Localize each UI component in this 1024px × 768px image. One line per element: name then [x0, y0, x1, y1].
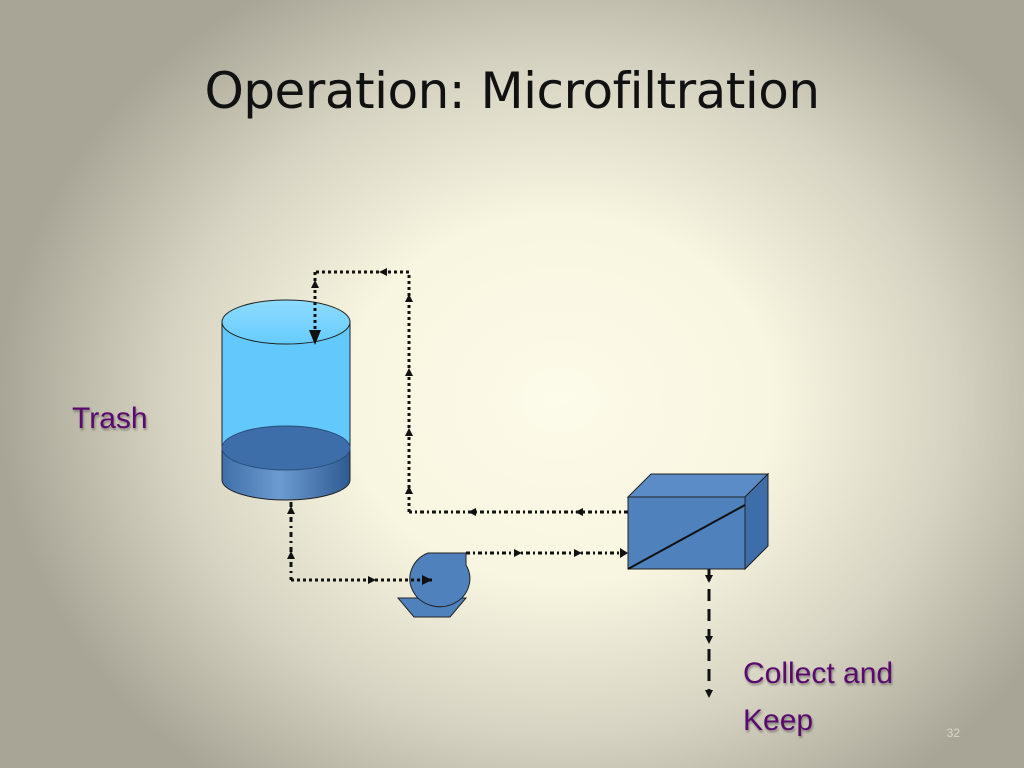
- slide-number: 32: [946, 726, 960, 740]
- pump-icon: [396, 552, 471, 618]
- slide-title: Operation: Microfiltration: [204, 62, 820, 120]
- return-line: [309, 268, 628, 516]
- filter-module-icon: [626, 472, 770, 571]
- feed-line: [287, 502, 432, 585]
- trash-label: Trash: [72, 402, 148, 436]
- permeate-line: [705, 569, 713, 698]
- trash-label-text: Trash: [72, 402, 148, 435]
- collect-label: Collect and Keep: [743, 650, 893, 744]
- pump-to-filter-line: [466, 548, 628, 558]
- tank-icon: [221, 299, 351, 501]
- collect-label-line1: Collect and: [743, 657, 894, 690]
- collect-label-line2: Keep: [743, 704, 814, 737]
